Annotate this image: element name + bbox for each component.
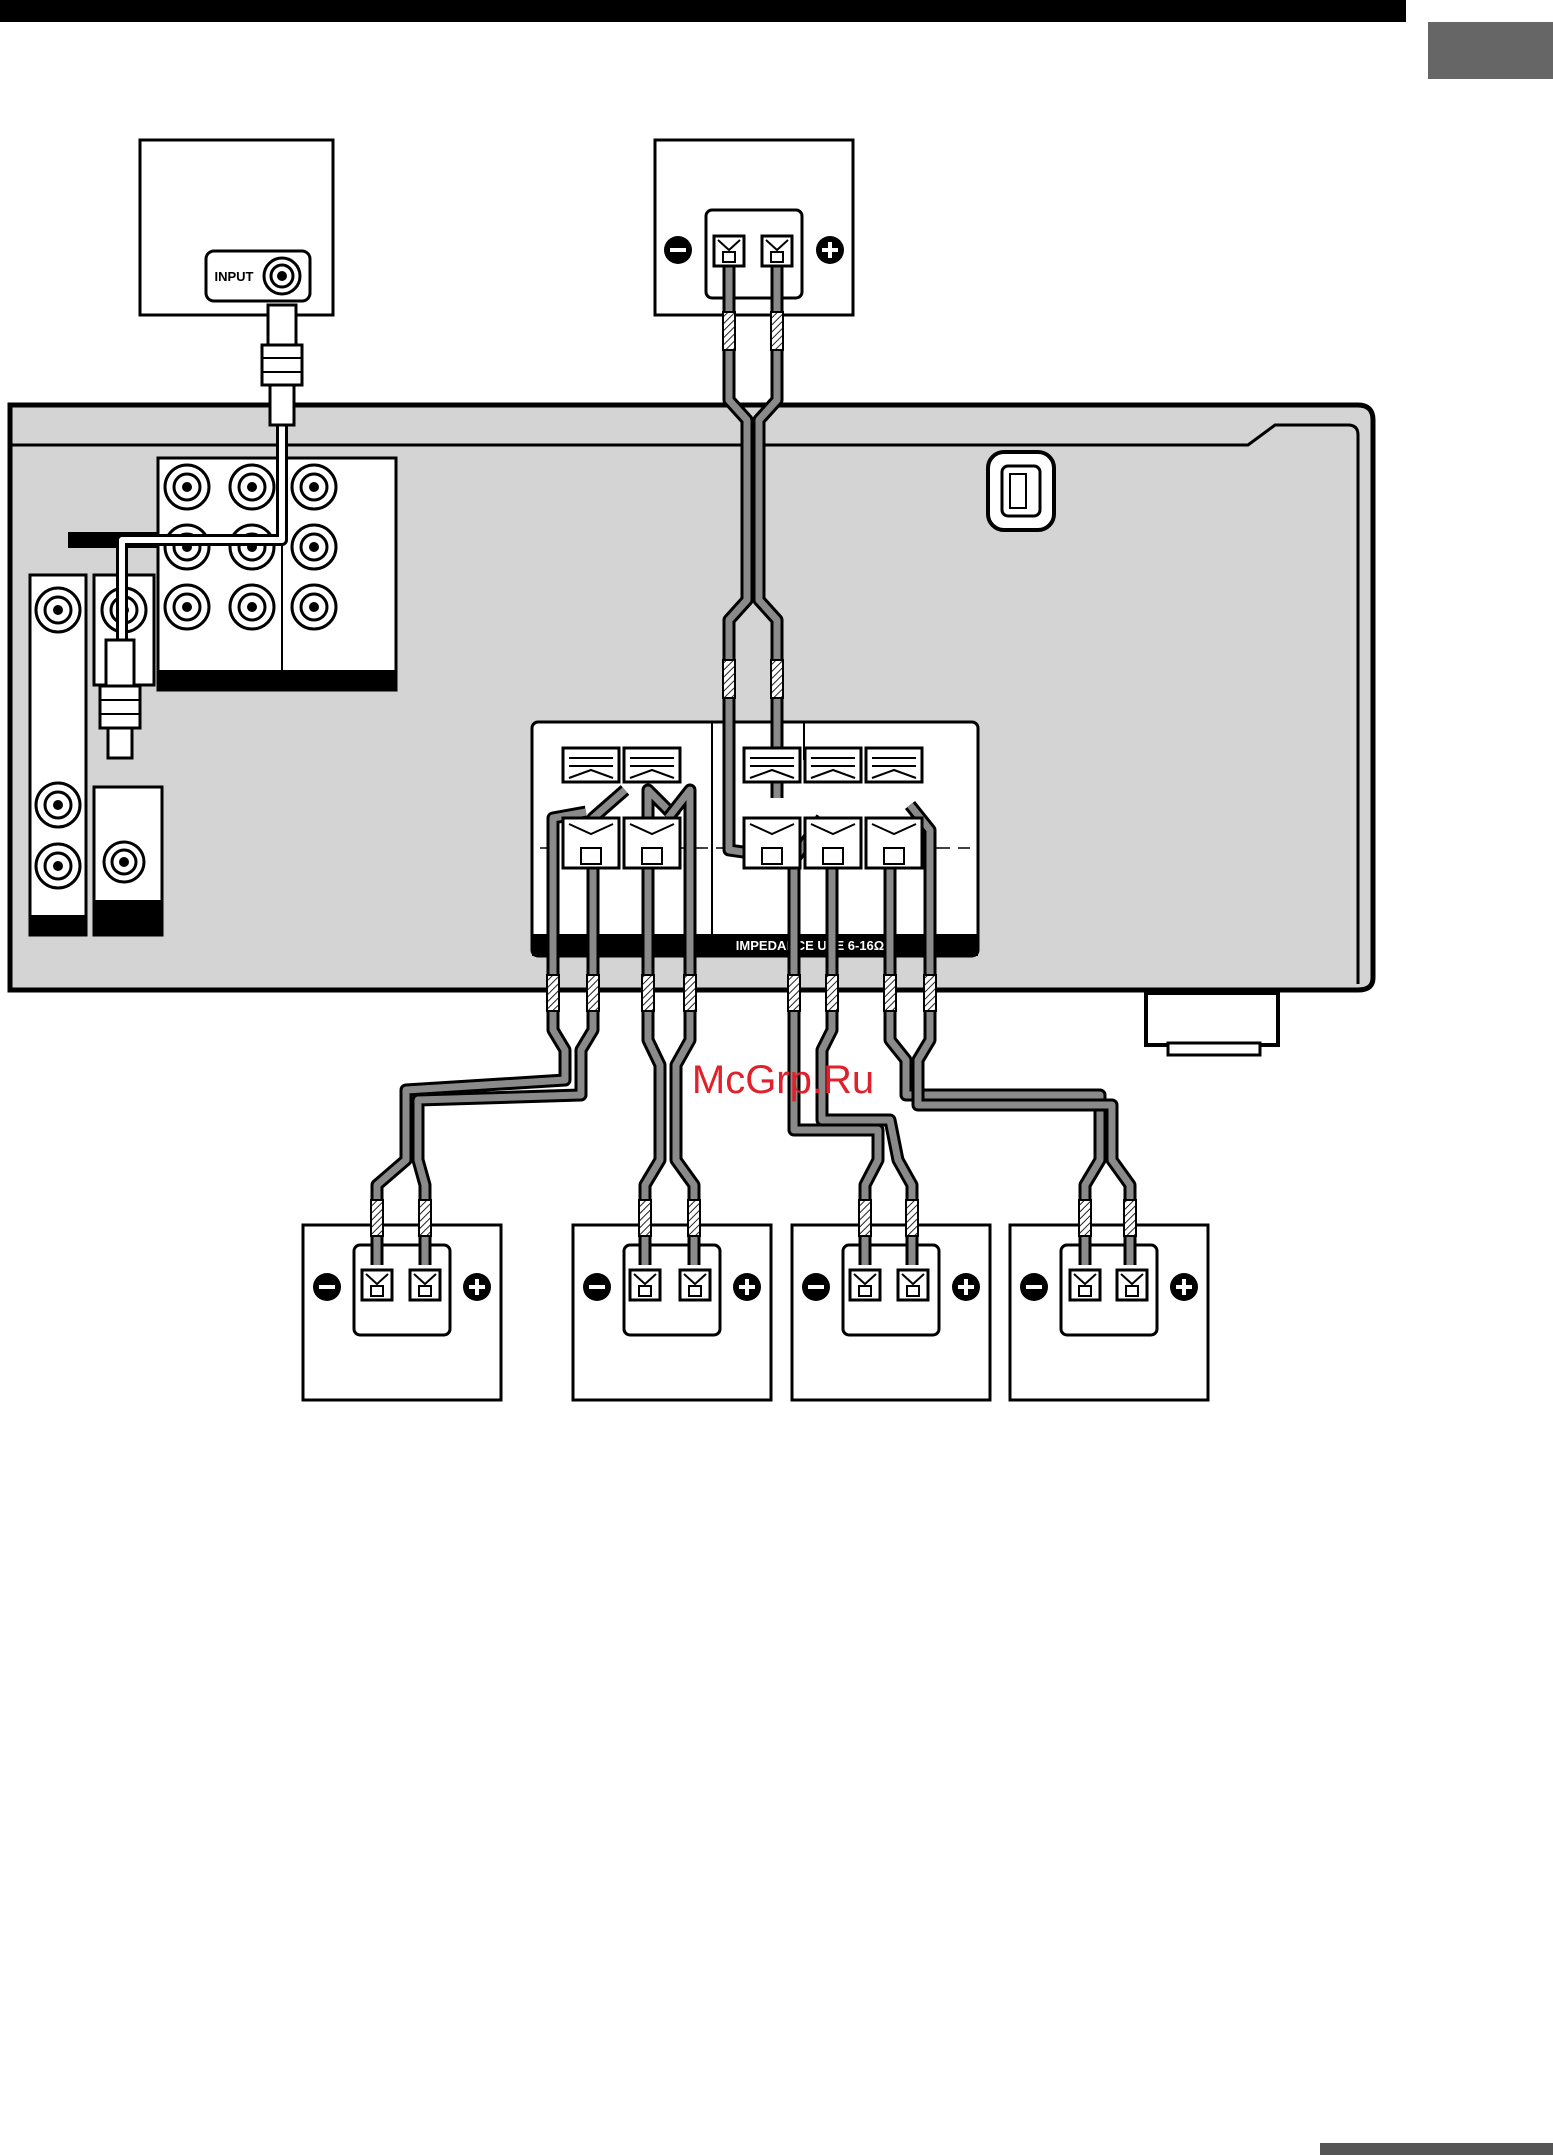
wire-sleeve <box>547 975 559 1011</box>
minus-terminal-icon <box>583 1273 611 1301</box>
rca-jack-icon <box>36 783 80 827</box>
receiver-speaker-terminal <box>866 748 922 782</box>
receiver-speaker-terminal <box>563 748 619 782</box>
speaker-terminal-clip <box>1117 1270 1147 1300</box>
wire-sleeve <box>587 975 599 1011</box>
page-tab <box>1428 22 1553 79</box>
wire-sleeve <box>639 1200 651 1236</box>
wire-sleeve <box>1124 1200 1136 1236</box>
rca-jack-icon <box>165 465 209 509</box>
speaker-box-center <box>655 140 853 315</box>
wire-sleeve <box>771 660 783 698</box>
receiver-speaker-terminal <box>624 748 680 782</box>
speaker-terminal-clip <box>898 1270 928 1300</box>
speaker-terminal-clip <box>680 1270 710 1300</box>
receiver-speaker-terminal <box>744 748 800 782</box>
surround-right-cable-pos <box>918 955 1130 1265</box>
speaker-terminal-clip <box>762 236 792 266</box>
wire-sleeve <box>924 975 936 1011</box>
wire-sleeve <box>826 975 838 1011</box>
footer-tab <box>1320 2143 1553 2155</box>
speaker-terminal-clip <box>1070 1270 1100 1300</box>
rca-jack-icon <box>230 465 274 509</box>
wire-sleeve <box>684 975 696 1011</box>
receiver-foot <box>1146 993 1278 1045</box>
speaker-terminal-clip <box>850 1270 880 1300</box>
rca-jack-icon <box>230 585 274 629</box>
rca-jack-icon <box>292 585 336 629</box>
header-bar <box>0 0 1406 22</box>
receiver-speaker-terminal <box>805 818 861 868</box>
speaker-box-surround-right <box>1010 1225 1208 1400</box>
receiver-speaker-terminal <box>563 818 619 868</box>
minus-terminal-icon <box>1020 1273 1048 1301</box>
ac-inlet-connector <box>988 452 1054 530</box>
minus-terminal-icon <box>802 1273 830 1301</box>
rca-jack-icon <box>36 844 80 888</box>
input-label: INPUT <box>215 269 254 284</box>
receiver-speaker-terminal <box>866 818 922 868</box>
watermark: McGrp.Ru <box>692 1058 874 1102</box>
speaker-terminal-clip <box>630 1270 660 1300</box>
wire-sleeve <box>884 975 896 1011</box>
speaker-terminal-clip <box>362 1270 392 1300</box>
wire-sleeve <box>642 975 654 1011</box>
wire-sleeve <box>688 1200 700 1236</box>
receiver-speaker-terminal <box>805 748 861 782</box>
wire-sleeve <box>371 1200 383 1236</box>
front-left-cable-pos <box>418 955 593 1265</box>
front-left-cable-neg <box>377 955 565 1265</box>
plus-terminal-icon <box>1170 1273 1198 1301</box>
rca-jack-icon <box>292 525 336 569</box>
minus-terminal-icon <box>664 236 692 264</box>
impedance-label: IMPEDANCE USE 6-16Ω <box>736 938 884 953</box>
receiver-speaker-terminal <box>624 818 680 868</box>
wire-sleeve <box>1079 1200 1091 1236</box>
speaker-box-front-left <box>303 1225 501 1400</box>
speaker-box-surround-left <box>792 1225 990 1400</box>
rca-jack-icon <box>292 465 336 509</box>
subwoofer-input-box: INPUT <box>140 140 333 315</box>
wire-sleeve <box>419 1200 431 1236</box>
plus-terminal-icon <box>816 236 844 264</box>
speaker-terminal-clip <box>714 236 744 266</box>
wire-sleeve <box>723 660 735 698</box>
rca-jack-icon <box>230 525 274 569</box>
plus-terminal-icon <box>952 1273 980 1301</box>
receiver-speaker-terminal <box>744 818 800 868</box>
wire-sleeve <box>723 312 735 350</box>
rca-jack-icon <box>165 585 209 629</box>
wire-sleeve <box>906 1200 918 1236</box>
speaker-terminal-clip <box>410 1270 440 1300</box>
rca-jack-icon <box>165 525 209 569</box>
speaker-box-front-right <box>573 1225 771 1400</box>
wire-sleeve <box>788 975 800 1011</box>
rca-jack-icon <box>36 588 80 632</box>
wire-sleeve <box>771 312 783 350</box>
subwoofer-out-jack-icon <box>104 842 144 882</box>
wire-sleeve <box>859 1200 871 1236</box>
plus-terminal-icon <box>733 1273 761 1301</box>
plus-terminal-icon <box>463 1273 491 1301</box>
minus-terminal-icon <box>313 1273 341 1301</box>
